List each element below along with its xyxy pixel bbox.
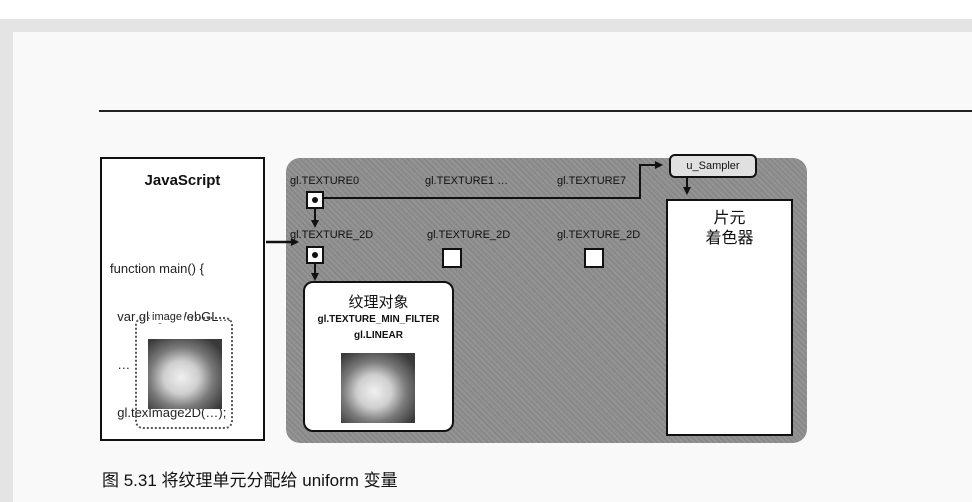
texture-unit-box xyxy=(306,191,324,209)
texture-object-title: 纹理对象 xyxy=(348,294,409,311)
texture-target-label: gl.TEXTURE_2D xyxy=(557,229,641,241)
image-label: image xyxy=(150,311,184,323)
page-separator xyxy=(0,19,972,32)
cloud-image xyxy=(148,339,222,409)
texture-object-box: 纹理对象 gl.TEXTURE_MIN_FILTER gl.LINEAR xyxy=(303,281,454,432)
javascript-box: JavaScript function main() { var gl=getW… xyxy=(100,157,265,441)
texture-target-label: gl.TEXTURE_2D xyxy=(290,229,374,241)
texture-target-label: gl.TEXTURE_2D xyxy=(427,229,511,241)
texture-target-box xyxy=(442,248,462,268)
connection-dot xyxy=(312,252,318,258)
connection-dot xyxy=(312,197,318,203)
arrow-unit-to-sampler xyxy=(322,161,663,199)
texture-target-box xyxy=(306,246,324,264)
texture-unit-label: gl.TEXTURE7 xyxy=(557,175,627,187)
page-left-margin xyxy=(0,32,13,502)
texture-unit-label: gl.TEXTURE1 … xyxy=(425,175,509,187)
texture-unit-label: gl.TEXTURE0 xyxy=(290,175,360,187)
cloud-image xyxy=(341,353,415,423)
fragment-shader-label: 片元 着色器 xyxy=(705,210,754,247)
fragment-shader-box: 片元 着色器 xyxy=(666,199,793,436)
top-band xyxy=(0,0,972,19)
texture-target-box xyxy=(584,248,604,268)
horizontal-rule xyxy=(99,110,972,112)
texture-param-value: gl.LINEAR xyxy=(354,330,403,341)
figure-caption: 图 5.31 将纹理单元分配给 uniform 变量 xyxy=(102,471,398,490)
sampler-box: u_Sampler xyxy=(669,154,757,178)
image-frame xyxy=(135,317,233,429)
javascript-title: JavaScript xyxy=(144,172,221,189)
texture-param-name: gl.TEXTURE_MIN_FILTER xyxy=(317,314,440,325)
code-line: function main() { xyxy=(110,261,204,276)
code-line: … xyxy=(110,357,131,372)
